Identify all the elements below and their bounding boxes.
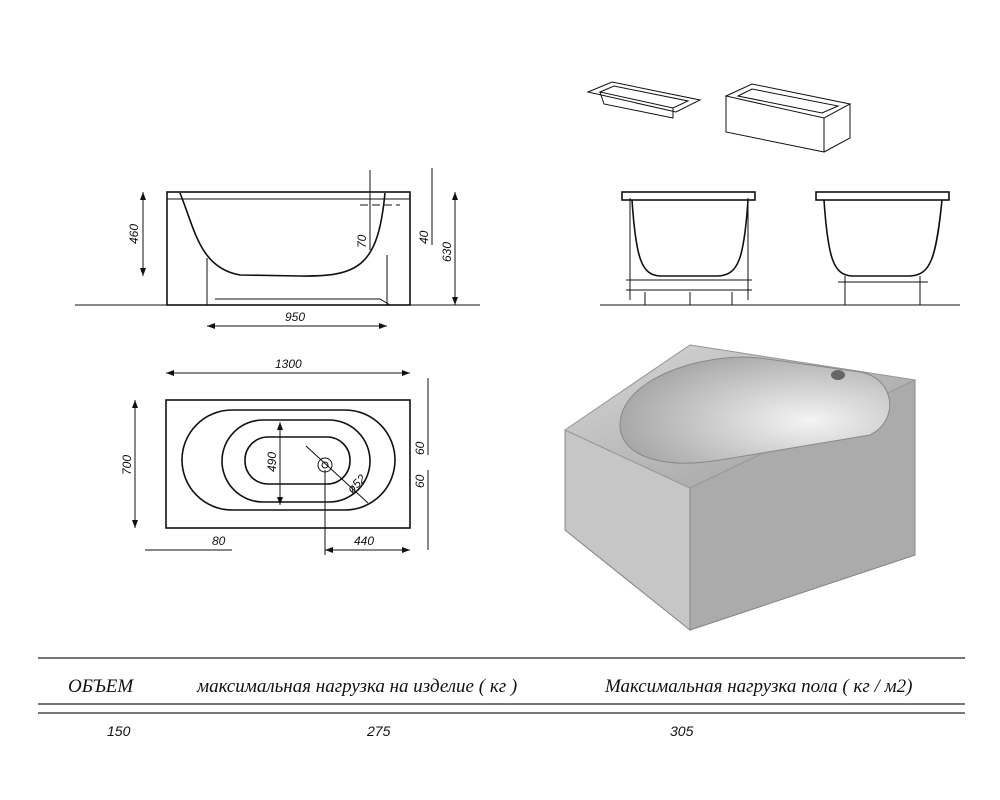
bath-3d-render [563,344,917,632]
value-max-load: 275 [366,723,391,739]
value-volume: 150 [107,723,131,739]
dim-overflow: 70 [355,234,369,248]
bath-outline [166,191,411,306]
top-outline [165,399,411,529]
dim-width: 700 [120,455,134,475]
specs-table: ОБЪЕМ максимальная нагрузка на изделие (… [68,676,912,739]
dim-drain-pos: 440 [354,534,374,548]
dim-depth: 460 [127,224,141,244]
header-max-load: максимальная нагрузка на изделие ( кг ) [196,676,517,697]
dim-inner-width: 490 [265,452,279,472]
bath-bowl [179,192,386,277]
side-view: 460 70 40 630 950 [75,168,480,329]
drain-icon [317,457,333,473]
dim-height: 630 [440,242,454,262]
bath-with-panel-iso-icon [724,83,852,153]
dim-side-1: 60 [413,441,427,455]
front-view-with-frame [600,191,960,306]
dim-rim: 40 [417,230,431,244]
header-floor-load: Максимальная нагрузка пола ( кг / м2) [604,676,912,697]
top-view: 1300 700 490 ø52 60 60 80 440 [120,357,429,555]
dim-offset: 80 [212,534,226,548]
rim-oval [181,409,396,511]
dim-bottom: 950 [285,310,305,324]
value-floor-load: 305 [670,723,694,739]
dim-drain: ø52 [344,471,369,496]
header-volume: ОБЪЕМ [68,676,134,697]
front-view-legs [815,191,950,305]
dim-length: 1300 [275,357,302,371]
bath-iso-icon [586,81,702,119]
dim-side-2: 60 [413,474,427,488]
